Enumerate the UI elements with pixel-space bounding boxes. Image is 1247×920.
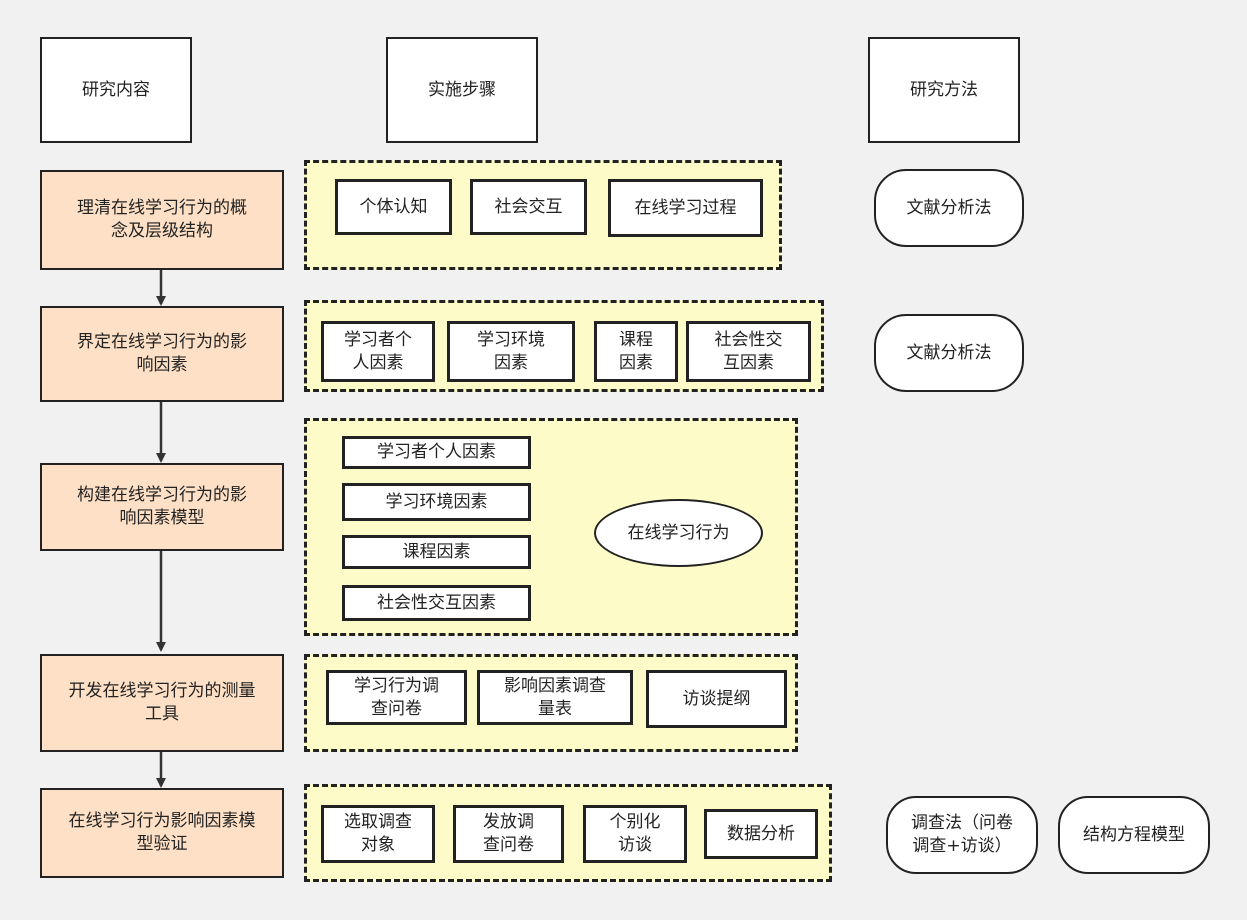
step-box-4-1-label: 学习行为调 查问卷 — [354, 675, 439, 719]
step-box-2-1: 学习者个 人因素 — [321, 321, 435, 382]
content-box-4-label: 开发在线学习行为的测量 工具 — [68, 681, 256, 724]
header-implementation-steps: 实施步骤 — [386, 37, 538, 143]
header-research-methods: 研究方法 — [868, 37, 1020, 143]
step-box-5-2: 发放调 查问卷 — [453, 805, 564, 863]
method-box-2: 文献分析法 — [874, 314, 1024, 392]
method-box-1-label: 文献分析法 — [906, 197, 992, 218]
content-box-1-label: 理清在线学习行为的概 念及层级结构 — [77, 198, 247, 241]
step-box-2-3: 课程 因素 — [594, 321, 678, 382]
factor-box-2: 学习环境因素 — [342, 483, 531, 521]
step-box-4-3: 访谈提纲 — [646, 670, 787, 728]
content-box-1: 理清在线学习行为的概 念及层级结构 — [40, 170, 284, 270]
step-box-5-1: 选取调查 对象 — [321, 805, 435, 863]
step-box-1-2: 社会交互 — [470, 179, 587, 235]
step-box-2-1-label: 学习者个 人因素 — [344, 329, 412, 373]
content-box-3-label: 构建在线学习行为的影 响因素模型 — [77, 485, 247, 528]
step-box-1-1-label: 个体认知 — [359, 196, 428, 217]
header-research-content: 研究内容 — [40, 37, 192, 143]
content-box-2: 界定在线学习行为的影 响因素 — [40, 306, 284, 402]
step-box-4-3-label: 访谈提纲 — [682, 688, 751, 709]
method-box-1: 文献分析法 — [874, 169, 1024, 247]
model-result-label: 在线学习行为 — [627, 522, 730, 543]
method-box-2-label: 文献分析法 — [906, 342, 992, 363]
step-box-2-2-label: 学习环境 因素 — [477, 329, 545, 373]
step-box-1-2-label: 社会交互 — [494, 196, 563, 217]
content-box-2-label: 界定在线学习行为的影 响因素 — [77, 332, 247, 375]
method-box-5b-label: 结构方程模型 — [1083, 824, 1185, 845]
content-box-5-label: 在线学习行为影响因素模 型验证 — [68, 811, 256, 854]
step-box-5-3-label: 个别化 访谈 — [609, 812, 661, 855]
factor-box-3-label: 课程因素 — [402, 541, 471, 562]
header-implementation-steps-label: 实施步骤 — [428, 79, 496, 100]
content-box-5: 在线学习行为影响因素模 型验证 — [40, 788, 284, 878]
factor-box-4-label: 社会性交互因素 — [377, 592, 496, 613]
step-box-1-3: 在线学习过程 — [608, 179, 763, 237]
factor-box-1: 学习者个人因素 — [342, 436, 531, 469]
content-box-3: 构建在线学习行为的影 响因素模型 — [40, 463, 284, 551]
step-box-2-2: 学习环境 因素 — [447, 321, 575, 382]
step-box-2-4: 社会性交 互因素 — [686, 321, 811, 382]
step-box-5-4: 数据分析 — [704, 809, 818, 859]
header-research-content-label: 研究内容 — [82, 79, 150, 100]
step-box-5-1-label: 选取调查 对象 — [344, 812, 412, 855]
step-box-2-3-label: 课程 因素 — [619, 329, 653, 373]
header-research-methods-label: 研究方法 — [910, 79, 978, 100]
method-box-5b: 结构方程模型 — [1058, 796, 1210, 874]
step-box-4-1: 学习行为调 查问卷 — [326, 670, 467, 725]
step-box-4-2: 影响因素调查 量表 — [477, 670, 633, 725]
factor-box-1-label: 学习者个人因素 — [377, 442, 496, 463]
factor-box-2-label: 学习环境因素 — [385, 491, 488, 512]
content-box-4: 开发在线学习行为的测量 工具 — [40, 654, 284, 752]
factor-box-3: 课程因素 — [342, 535, 531, 569]
step-box-5-4-label: 数据分析 — [727, 823, 795, 844]
method-box-5a-label: 调查法（问卷 调查+访谈） — [911, 813, 1013, 856]
step-box-2-4-label: 社会性交 互因素 — [714, 329, 783, 373]
step-box-5-3: 个别化 访谈 — [583, 805, 687, 863]
model-result-ellipse: 在线学习行为 — [594, 499, 763, 567]
step-box-1-1: 个体认知 — [335, 179, 452, 235]
factor-box-4: 社会性交互因素 — [342, 585, 531, 621]
step-box-1-3-label: 在线学习过程 — [634, 197, 737, 218]
step-box-5-2-label: 发放调 查问卷 — [483, 812, 534, 855]
method-box-5a: 调查法（问卷 调查+访谈） — [886, 796, 1038, 874]
step-box-4-2-label: 影响因素调查 量表 — [504, 675, 606, 719]
